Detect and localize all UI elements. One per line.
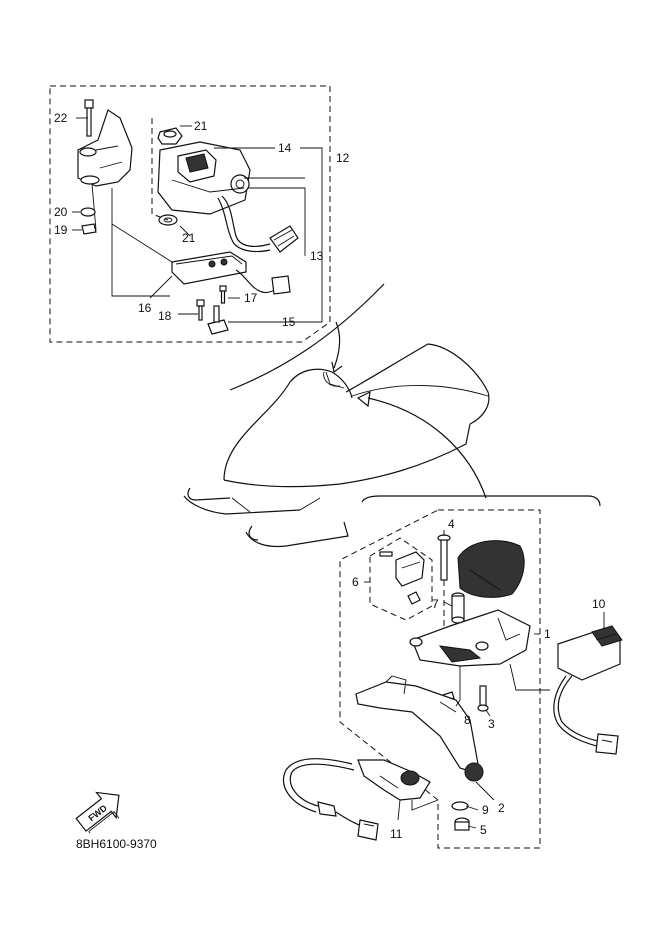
washer-part-20: [80, 207, 96, 217]
callout-21-top: 21: [194, 119, 208, 133]
callout-18: 18: [158, 309, 172, 323]
callout-3: 3: [488, 717, 495, 731]
bolt-part-4: [437, 534, 451, 581]
callout-8: 8: [464, 713, 471, 727]
brake-lever-part-2: [355, 675, 484, 782]
lower-assembly-dashed-box: [339, 509, 541, 849]
module-wire-2: [217, 197, 271, 253]
callout-11: 11: [390, 827, 403, 841]
callout-14: 14: [278, 141, 292, 155]
callout-4: 4: [448, 517, 455, 531]
callout-2: 2: [498, 801, 505, 815]
callout-10: 10: [592, 597, 606, 611]
callout-15: 15: [282, 315, 296, 329]
bolt-part-22: [84, 99, 94, 137]
callout-17: 17: [244, 291, 258, 305]
upper-assembly-group: [49, 85, 331, 343]
switch-module-housing: [157, 141, 251, 215]
callout-7: 7: [432, 597, 439, 611]
callout-22: 22: [54, 111, 68, 125]
callout-6: 6: [352, 575, 359, 589]
wire-connector: [269, 225, 299, 253]
nut-part-5: [454, 817, 470, 831]
fwd-arrow-icon: FWD: [75, 791, 120, 834]
nut-part-19: [81, 223, 97, 235]
part-6-dashed-box: [369, 537, 433, 621]
bolt-part-15: [207, 305, 229, 335]
callout-13: 13: [310, 249, 324, 263]
connector-part-10: [553, 625, 623, 755]
washer-part-9: [451, 801, 469, 811]
bolt-part-3: [477, 685, 489, 712]
callout-9: 9: [482, 803, 489, 817]
spacer-part-7: [451, 592, 465, 624]
screw-part-17: [219, 285, 227, 304]
upper-assembly-dashed-box: [49, 85, 331, 343]
callout-16: 16: [138, 301, 152, 315]
module-wire: [221, 195, 271, 247]
lever-bracket-part-1: [409, 609, 531, 667]
brake-switch-part-11: [282, 758, 431, 841]
callout-1: 1: [544, 627, 551, 641]
bracket-part-6: [379, 551, 425, 605]
callout-21-bottom: 21: [182, 231, 196, 245]
lower-assembly-group: [282, 509, 623, 849]
lever-cover: [457, 540, 525, 598]
diagram-code: 8BH6100-9370: [76, 837, 157, 851]
callout-12: 12: [336, 151, 350, 165]
control-board-part-16: [171, 251, 247, 285]
callout-20: 20: [54, 205, 68, 219]
callout-5: 5: [480, 823, 487, 837]
screw-part-18: [196, 299, 205, 321]
callout-19: 19: [54, 223, 68, 237]
snowmobile-outline: [183, 283, 601, 548]
